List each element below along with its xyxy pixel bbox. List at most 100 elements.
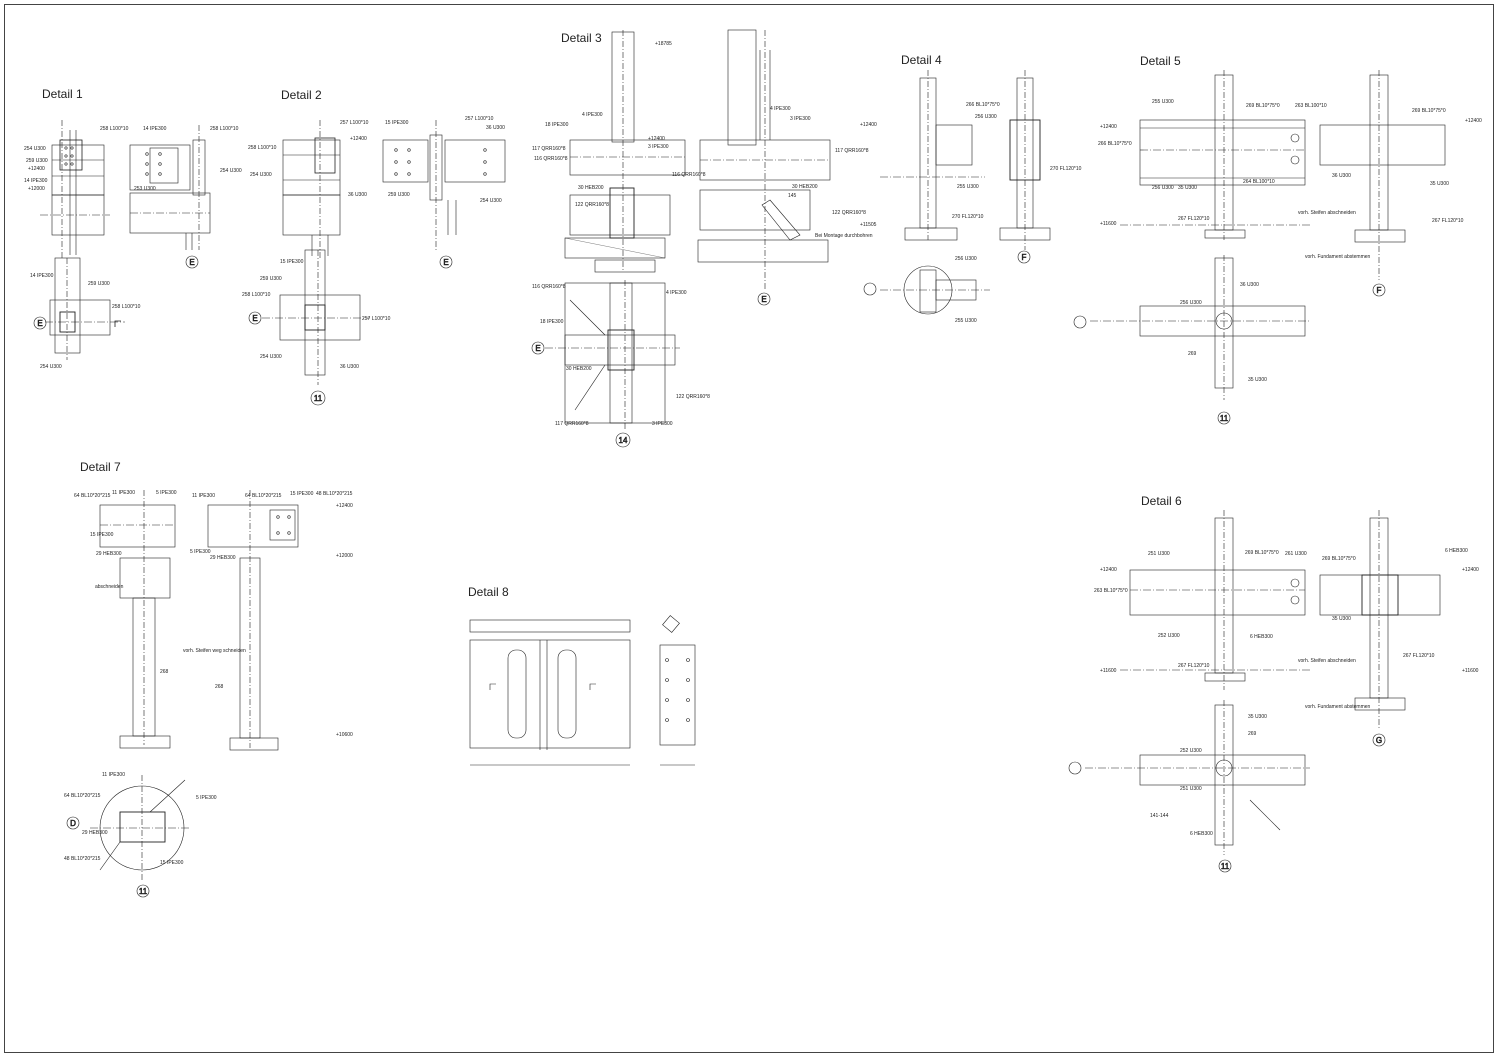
part-label: 252 U300 <box>1158 633 1180 639</box>
part-label: 3 IPE300 <box>790 116 811 122</box>
part-label: 145 <box>788 193 797 199</box>
detail-3-group <box>531 29 831 448</box>
part-label: 48 BL10*20*215 <box>316 491 353 497</box>
part-label: 254 U300 <box>480 198 502 204</box>
part-label: 3 IPE300 <box>652 421 673 427</box>
part-label: 263 BL10*75*0 <box>1094 588 1128 594</box>
part-label: 14 IPE300 <box>24 178 48 184</box>
part-label: 35 U300 <box>1178 185 1197 191</box>
detail-2-group <box>248 120 506 406</box>
d7-axis-11: 11 <box>139 887 148 896</box>
part-label: 252 U300 <box>1180 748 1202 754</box>
part-label: 269 BL10*75*0 <box>1245 550 1279 556</box>
part-label: 270 FL120*10 <box>952 214 984 220</box>
part-label: 64 BL10*20*215 <box>245 493 282 499</box>
d1-axis-bubble-e <box>33 316 47 330</box>
detail-7-group <box>66 490 299 898</box>
part-label: 117 QRR160*8 <box>835 148 869 154</box>
part-label: 36 U300 <box>340 364 359 370</box>
level-label: +11600 <box>1462 668 1479 674</box>
d5-axis-f: F <box>1377 286 1382 295</box>
d5-axis-11: 11 <box>1220 414 1229 423</box>
part-label: 15 IPE300 <box>280 259 304 265</box>
part-label: 255 U300 <box>1152 99 1174 105</box>
part-label: 258 L100*10 <box>210 126 239 132</box>
d3-axis-14: 14 <box>619 436 628 445</box>
part-label: 254 U300 <box>250 172 272 178</box>
level-label: +12400 <box>1465 118 1482 124</box>
part-label: 122 QRR160*8 <box>575 202 609 208</box>
part-label: 258 L100*10 <box>248 145 277 151</box>
level-label: +10600 <box>336 732 353 738</box>
part-label: vorh. Steifen abschneiden <box>1298 658 1356 664</box>
part-label: 254 U300 <box>24 146 46 152</box>
part-label: 15 IPE300 <box>385 120 409 126</box>
part-label: 18 IPE300 <box>545 122 569 128</box>
sheet-frame <box>4 4 1494 1053</box>
detail-8-group <box>469 615 696 766</box>
part-label: 36 U300 <box>1240 282 1259 288</box>
level-label: +12400 <box>1462 567 1479 573</box>
part-label: 256 U300 <box>955 256 977 262</box>
part-label: 267 FL120*10 <box>1403 653 1435 659</box>
part-label: 30 HEB200 <box>578 185 604 191</box>
part-label: 29 HEB300 <box>82 830 108 836</box>
level-label: +12000 <box>28 186 45 192</box>
part-label: 257 L100*10 <box>465 116 494 122</box>
level-label: +12000 <box>336 553 353 559</box>
part-label: 255 U300 <box>957 184 979 190</box>
part-label: 6 HEB300 <box>1250 634 1273 640</box>
detail-5-group <box>1073 70 1446 425</box>
d6-axis-11: 11 <box>1221 862 1230 871</box>
part-label: 267 FL120*10 <box>1432 218 1464 224</box>
part-label: 5 IPE300 <box>190 549 211 555</box>
part-label: 117 QRR160*8 <box>555 421 589 427</box>
part-label: 251 U300 <box>1180 786 1202 792</box>
part-label: 30 HEB200 <box>792 184 818 190</box>
part-label: 116 QRR160*8 <box>672 172 706 178</box>
part-label: 268 <box>160 669 169 675</box>
detail-6-title: Detail 6 <box>1141 494 1182 508</box>
detail-8-title: Detail 8 <box>468 585 509 599</box>
part-label: 259 U300 <box>88 281 110 287</box>
part-label: 264 BL100*10 <box>1243 179 1275 185</box>
part-label: 253 U300 <box>134 186 156 192</box>
part-label: 35 U300 <box>1248 377 1267 383</box>
part-label: 3 IPE300 <box>648 144 669 150</box>
d2-axis-e1: E <box>252 314 257 323</box>
part-label: 269 BL10*75*0 <box>1246 103 1280 109</box>
part-label: 15 IPE300 <box>160 860 184 866</box>
part-label: vorh. Steifen abschneiden <box>1298 210 1356 216</box>
part-label: 36 U300 <box>348 192 367 198</box>
part-label: 14 IPE300 <box>30 273 54 279</box>
part-label: 11 IPE300 <box>192 493 215 499</box>
level-label: +11505 <box>860 222 877 228</box>
detail-4-group <box>863 70 1051 315</box>
part-label: 263 BL100*10 <box>1295 103 1327 109</box>
part-label: 11 IPE300 <box>112 490 135 496</box>
part-label: 257 L100*10 <box>340 120 369 126</box>
part-label: 268 <box>215 684 224 690</box>
part-label: 15 IPE300 <box>90 532 114 538</box>
level-label: +12400 <box>860 122 877 128</box>
part-label: 36 U300 <box>486 125 505 131</box>
part-label: 30 HEB200 <box>566 366 592 372</box>
d2-axis-e2: E <box>443 258 448 267</box>
part-label: 254 U300 <box>260 354 282 360</box>
part-label: 258 L100*10 <box>112 304 141 310</box>
level-label: +12400 <box>336 503 353 509</box>
part-label: 259 U300 <box>388 192 410 198</box>
detail-2-title: Detail 2 <box>281 88 322 102</box>
part-label: 116 QRR160*8 <box>534 156 568 162</box>
part-label: 4 IPE300 <box>770 106 791 112</box>
part-label: 267 FL120*10 <box>1178 663 1210 669</box>
part-label: 269 <box>1248 731 1257 737</box>
part-label: 11 IPE300 <box>102 772 125 778</box>
part-label: 4 IPE300 <box>666 290 687 296</box>
level-label: +11600 <box>1100 668 1117 674</box>
part-label: 266 BL10*75*0 <box>1098 141 1132 147</box>
part-label: 259 U300 <box>26 158 48 164</box>
part-label: 258 L100*10 <box>100 126 129 132</box>
